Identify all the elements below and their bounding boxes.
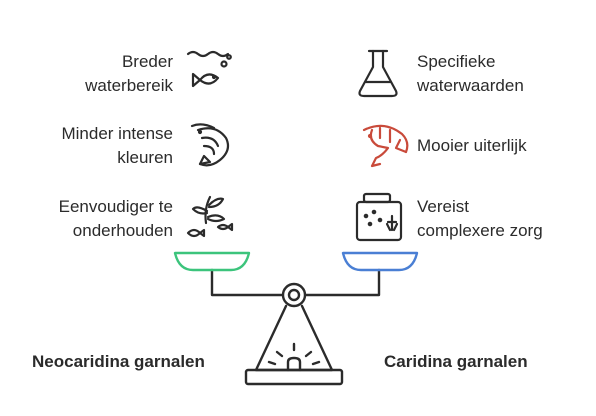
left-item-3-text: Eenvoudiger te onderhouden xyxy=(59,195,173,243)
left-item-1-text: Breder waterbereik xyxy=(85,50,173,98)
pivot-circle xyxy=(281,282,307,308)
plants-fish-icon xyxy=(186,195,234,238)
right-item-3-text: Vereist complexere zorg xyxy=(417,195,543,243)
left-item-3-line1: Eenvoudiger te xyxy=(58,197,173,216)
scale-base xyxy=(244,368,344,386)
right-item-3-line2: complexere zorg xyxy=(417,221,543,240)
left-item-1-line2: waterbereik xyxy=(85,76,173,95)
beam-left-arm xyxy=(210,268,284,297)
base-rays xyxy=(267,342,321,366)
beam-right-arm xyxy=(304,268,381,297)
shrimp-outline-icon xyxy=(190,123,230,167)
left-item-2-line2: kleuren xyxy=(117,148,173,167)
left-title: Neocaridina garnalen xyxy=(32,352,205,371)
right-item-1-line1: Specifieke xyxy=(417,52,496,71)
red-shrimp-icon xyxy=(362,124,409,168)
left-item-3-line2: onderhouden xyxy=(72,221,173,240)
left-item-2-text: Minder intense kleuren xyxy=(61,122,173,170)
right-item-2-line1: Mooier uiterlijk xyxy=(417,136,527,155)
flask-icon xyxy=(358,49,398,98)
right-item-3-line1: Vereist xyxy=(417,197,469,216)
right-item-1-text: Specifieke waterwaarden xyxy=(417,50,524,98)
pivot-inner-circle xyxy=(287,288,301,302)
right-item-2-text: Mooier uiterlijk xyxy=(417,134,527,158)
aquarium-icon xyxy=(355,192,403,242)
left-item-1-line1: Breder xyxy=(121,52,173,71)
right-item-1-line2: waterwaarden xyxy=(417,76,524,95)
right-title: Caridina garnalen xyxy=(384,352,528,371)
left-pan xyxy=(173,251,251,272)
right-pan xyxy=(341,251,419,272)
base-light-icon xyxy=(286,356,302,372)
scale-stand xyxy=(254,304,334,372)
water-fish-icon xyxy=(186,50,232,88)
left-item-2-line1: Minder intense xyxy=(61,124,173,143)
